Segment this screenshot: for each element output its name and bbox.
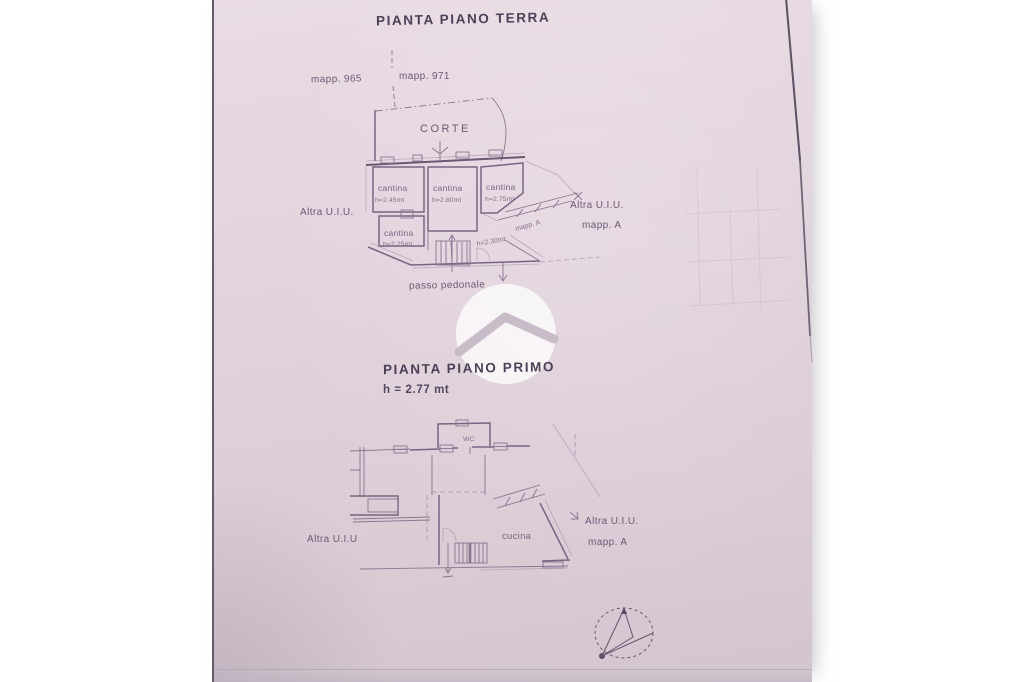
ground-floor-plan: PIANTA PIANO TERRA mapp. 965 mapp. 971 C… xyxy=(300,10,624,292)
north-arrow-icon xyxy=(594,607,654,659)
ground-right-unit-mapp: mapp. A xyxy=(582,220,622,231)
kitchen-door-arc xyxy=(442,527,457,542)
paper-crease-line xyxy=(785,0,813,363)
stair-direction-arrow xyxy=(442,543,454,578)
ground-floor-title: PIANTA PIANO TERRA xyxy=(376,10,551,29)
watermark-circle xyxy=(456,284,556,384)
cantina-3-label: cantina xyxy=(486,182,516,192)
ground-left-unit-label: Altra U.I.U. xyxy=(300,207,354,218)
mapp-965-label: mapp. 965 xyxy=(311,73,362,85)
first-floor-baseline xyxy=(359,565,569,571)
exterior-stairs xyxy=(435,234,471,272)
rotated-mapp-label: mapp. A xyxy=(515,219,542,233)
cantina-2-label: cantina xyxy=(433,183,463,193)
entry-arrow xyxy=(498,262,508,282)
show-through-lines xyxy=(683,167,791,313)
house-roof-icon xyxy=(454,312,559,357)
ground-right-unit-label: Altra U.I.U. xyxy=(570,200,624,211)
diagonal-stair-band xyxy=(480,160,583,222)
door-window-symbols xyxy=(380,149,503,164)
cantina-2-height: h=2.80mt xyxy=(432,197,461,204)
first-floor-left-wing xyxy=(350,495,431,523)
first-floor-title: PIANTA PIANO PRIMO xyxy=(383,359,555,377)
first-floor-partitions xyxy=(426,455,486,565)
parcel-boundary-line xyxy=(391,50,396,108)
cantina-1-height: h=2.45mt xyxy=(375,197,404,204)
internal-stair xyxy=(454,542,488,564)
paper-bottom-edge xyxy=(214,669,812,682)
mapp-971-label: mapp. 971 xyxy=(399,71,450,82)
cantina-4-label: cantina xyxy=(384,228,414,238)
agency-watermark xyxy=(454,284,559,384)
cantina-1-label: cantina xyxy=(378,183,408,193)
wc-label: WC xyxy=(463,436,475,443)
cantina-4-height: h=2.25mt xyxy=(383,241,412,248)
first-floor-top-walls xyxy=(349,442,530,497)
wc-room-walls xyxy=(437,419,491,448)
entry-door-arc xyxy=(476,247,491,261)
first-floor-height-note: h = 2.77 mt xyxy=(383,384,449,396)
rotated-height-label: h=2.30mt xyxy=(476,236,506,248)
ground-floor-bottom-walls xyxy=(367,234,601,269)
corte-outline xyxy=(365,97,526,166)
cantina-rooms-walls xyxy=(365,162,524,250)
unit-pointer-tick xyxy=(569,511,579,520)
walkway-label: passo pedonale xyxy=(409,279,485,291)
first-right-unit-mapp: mapp. A xyxy=(588,537,628,548)
first-right-unit-label: Altra U.I.U. xyxy=(585,516,639,527)
gate-icon xyxy=(431,141,449,163)
kitchen-label: cucina xyxy=(502,531,532,542)
first-floor-plan: PIANTA PIANO PRIMO h = 2.77 mt WC xyxy=(307,359,639,578)
corte-label: CORTE xyxy=(420,123,471,135)
first-left-unit-label: Altra U.I.U xyxy=(307,534,358,545)
cantina-3-height: h=2.75mt xyxy=(485,196,514,203)
